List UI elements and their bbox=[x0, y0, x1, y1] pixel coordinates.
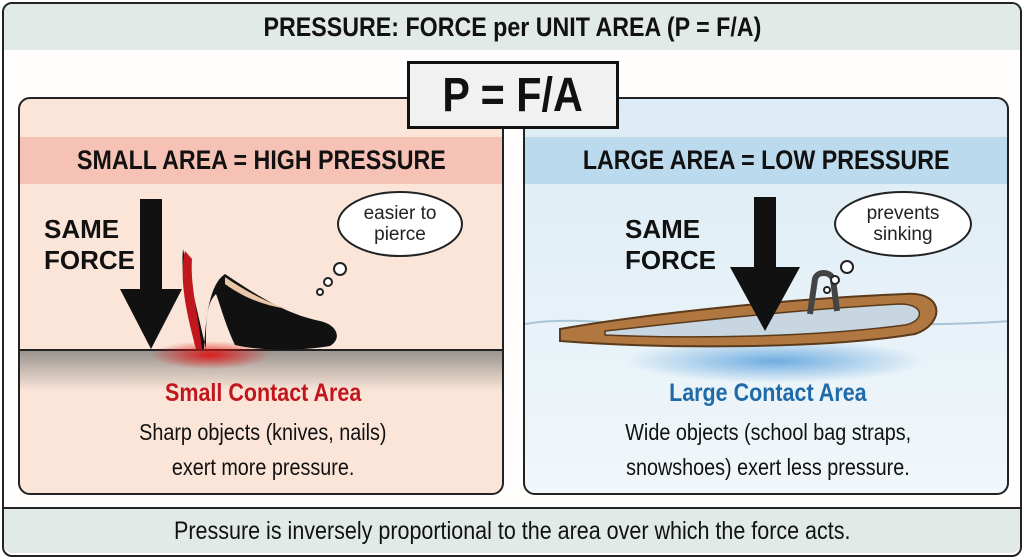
same-force-label: SAME FORCE bbox=[625, 214, 716, 276]
footer-summary: Pressure is inversely proportional to th… bbox=[4, 507, 1020, 553]
panel-header: LARGE AREA = LOW PRESSURE bbox=[525, 137, 1007, 184]
panel-header-text: SMALL AREA = HIGH PRESSURE bbox=[76, 145, 446, 175]
small-contact-area-label: Small Contact Area bbox=[20, 377, 502, 409]
arrow-down-icon bbox=[730, 197, 800, 331]
arrow-down-icon bbox=[120, 199, 182, 349]
large-area-panel: LARGE AREA = LOW PRESSURE SAME FORCE pre… bbox=[523, 97, 1009, 495]
force-label-line: FORCE bbox=[625, 245, 716, 275]
area-label-text: Small Contact Area bbox=[164, 378, 362, 407]
description-line: Sharp objects (knives, nails) bbox=[139, 419, 387, 445]
description-line: Wide objects (school bag straps, bbox=[625, 419, 911, 445]
formula: P = F/A bbox=[442, 68, 584, 122]
thought-line: prevents bbox=[866, 203, 940, 224]
title-band: PRESSURE: FORCE per UNIT AREA (P = F/A) bbox=[4, 4, 1020, 50]
thought-text: easier to pierce bbox=[350, 203, 450, 245]
panel-header: SMALL AREA = HIGH PRESSURE bbox=[20, 137, 502, 184]
pressure-glow bbox=[150, 341, 270, 369]
force-label-line: FORCE bbox=[44, 245, 135, 275]
thought-cloud-icon bbox=[823, 191, 972, 294]
thought-text: prevents sinking bbox=[848, 203, 958, 245]
thought-line: pierce bbox=[374, 224, 426, 245]
small-area-panel: SMALL AREA = HIGH PRESSURE SAME FORCE ea… bbox=[18, 97, 504, 495]
panel-header-text: LARGE AREA = LOW PRESSURE bbox=[582, 145, 950, 175]
description-line: snowshoes) exert less pressure. bbox=[626, 454, 910, 480]
footer-text: Pressure is inversely proportional to th… bbox=[173, 516, 851, 545]
large-contact-area-label: Large Contact Area bbox=[525, 377, 1007, 409]
description: Wide objects (school bag straps, snowsho… bbox=[525, 415, 1007, 485]
pressure-glow bbox=[625, 339, 925, 383]
force-label-line: SAME bbox=[44, 214, 120, 244]
thought-line: sinking bbox=[873, 224, 933, 245]
formula-box: P = F/A bbox=[407, 61, 619, 129]
area-label-text: Large Contact Area bbox=[669, 378, 867, 407]
thought-cloud-icon bbox=[316, 191, 463, 296]
description-line: exert more pressure. bbox=[171, 454, 355, 480]
thought-line: easier to bbox=[363, 203, 437, 224]
force-label-line: SAME bbox=[625, 214, 701, 244]
illustration bbox=[20, 191, 502, 391]
description: Sharp objects (knives, nails) exert more… bbox=[20, 415, 502, 485]
illustration bbox=[525, 191, 1007, 383]
page-title: PRESSURE: FORCE per UNIT AREA (P = F/A) bbox=[263, 11, 761, 42]
same-force-label: SAME FORCE bbox=[44, 214, 135, 276]
high-heel-shoe-icon bbox=[182, 249, 337, 350]
